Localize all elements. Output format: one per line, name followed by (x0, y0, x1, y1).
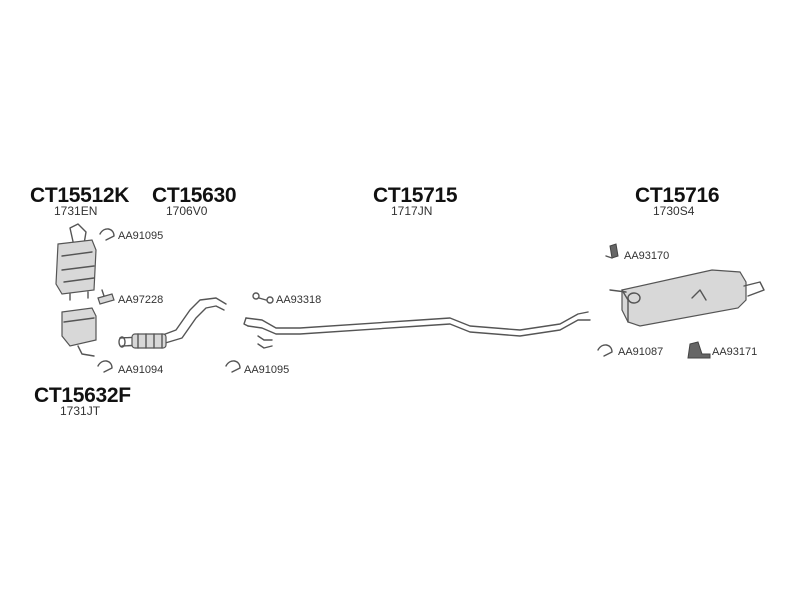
clamp-icon-aa91095-bottom[interactable] (225, 360, 241, 373)
accessory-label-aa91095-top[interactable]: AA91095 (118, 230, 164, 242)
part-ref-1706v0: 1706V0 (166, 204, 208, 218)
part-code-ct15630[interactable]: CT15630 (152, 184, 237, 207)
part-code-ct15716[interactable]: CT15716 (635, 184, 720, 207)
part-code-ct15512k[interactable]: CT15512K (30, 184, 130, 207)
clamp-icon-aa91087[interactable] (597, 344, 613, 357)
accessory-label-aa97228[interactable]: AA97228 (118, 294, 164, 306)
bolt-icon-aa93318[interactable] (252, 292, 274, 304)
accessory-label-aa93171[interactable]: AA93171 (712, 346, 758, 358)
accessory-label-aa91087[interactable]: AA91087 (618, 346, 664, 358)
part-code-ct15715[interactable]: CT15715 (373, 184, 458, 207)
part-ref-1731en: 1731EN (54, 204, 98, 218)
middle-pipe-part[interactable] (243, 311, 591, 349)
part-ref-1717jn: 1717JN (391, 204, 433, 218)
catalytic-converter-part[interactable] (55, 223, 97, 301)
part-ref-1731jt: 1731JT (60, 404, 101, 418)
clamp-icon-aa91094[interactable] (97, 360, 113, 373)
clamp-icon-aa91095-top[interactable] (99, 228, 115, 241)
lower-catalyst-part[interactable] (61, 307, 97, 357)
bracket-icon-aa93170[interactable] (605, 243, 619, 259)
rear-silencer-part[interactable] (609, 269, 765, 327)
part-ref-1730s4: 1730S4 (653, 204, 695, 218)
hanger-icon-aa93171[interactable] (687, 341, 711, 359)
part-code-ct15632f[interactable]: CT15632F (34, 384, 131, 407)
accessory-label-aa93318[interactable]: AA93318 (276, 294, 322, 306)
front-pipe-part[interactable] (118, 297, 227, 349)
accessory-label-aa91094[interactable]: AA91094 (118, 364, 164, 376)
accessory-label-aa91095-bottom[interactable]: AA91095 (244, 364, 290, 376)
accessory-label-aa93170[interactable]: AA93170 (624, 250, 670, 262)
gasket-icon-aa97228[interactable] (97, 289, 115, 305)
